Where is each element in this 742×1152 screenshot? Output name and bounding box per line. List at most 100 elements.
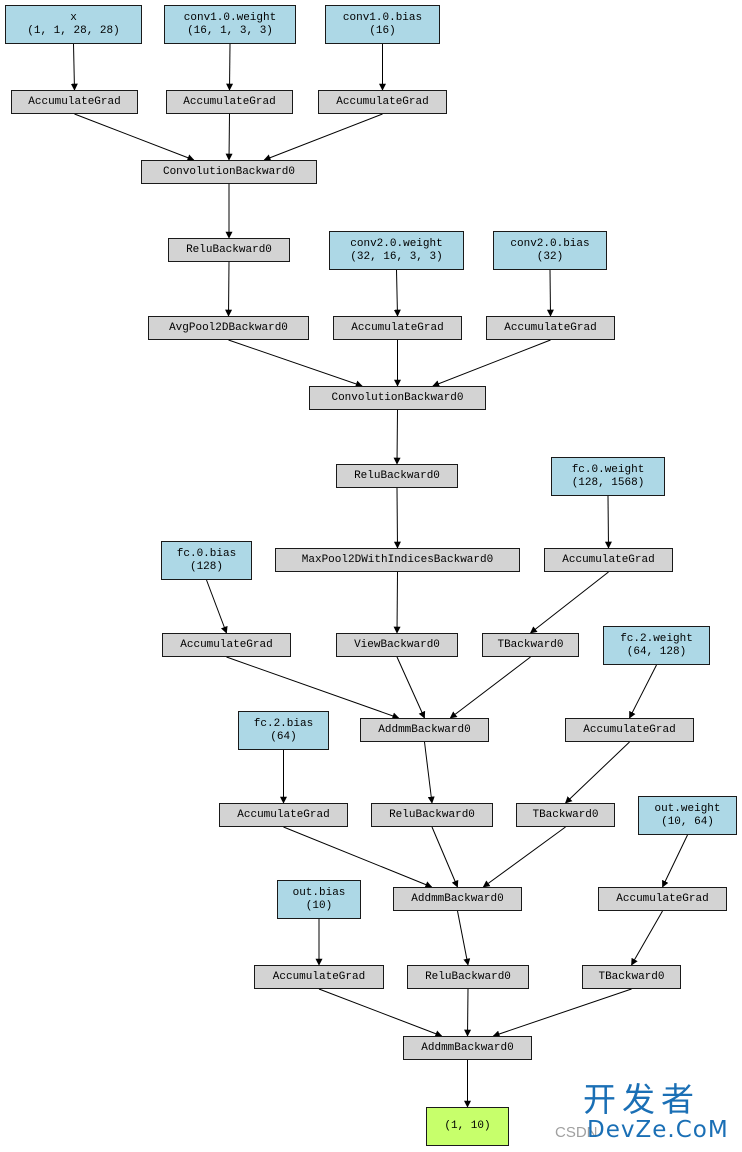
- accumulate-grad-conv2-bias: AccumulateGrad: [486, 316, 615, 340]
- edge-conv1_w-to-acc_c1w: [226, 43, 234, 91]
- node-label: AccumulateGrad: [616, 892, 709, 905]
- node-shape: (128, 1568): [571, 476, 645, 489]
- node-label: AccumulateGrad: [237, 808, 330, 821]
- node-shape: (32): [536, 250, 564, 263]
- watermark-site: DevZe.CoM: [587, 1117, 729, 1143]
- accumulate-grad-conv1-bias: AccumulateGrad: [318, 90, 447, 114]
- node-label: AccumulateGrad: [272, 970, 366, 983]
- edge-avgpool-to-conv2: [228, 339, 363, 388]
- node-shape: (10): [305, 899, 333, 912]
- node-label: AccumulateGrad: [336, 95, 429, 108]
- node-label: TBackward0: [497, 638, 564, 651]
- edge-acc_outw-to-t3: [631, 910, 663, 966]
- accumulate-grad-fc2-weight: AccumulateGrad: [565, 718, 694, 742]
- node-label: AccumulateGrad: [351, 321, 444, 334]
- node-shape: (16): [369, 24, 396, 37]
- accumulate-grad-fc0-bias: AccumulateGrad: [162, 633, 291, 657]
- edge-t2-to-addmm2: [482, 826, 566, 888]
- node-shape: (16, 1, 3, 3): [187, 24, 273, 37]
- node-label: fc.0.bias: [176, 547, 237, 560]
- param-out-bias: out.bias(10): [277, 880, 361, 919]
- node-label: ReluBackward0: [186, 243, 272, 256]
- param-out-weight: out.weight(10, 64): [638, 796, 737, 835]
- relu-backward-4: ReluBackward0: [407, 965, 529, 989]
- param-fc0-bias: fc.0.bias(128): [161, 541, 252, 580]
- edge-acc_x-to-conv1: [74, 113, 195, 161]
- edge-addmm1-to-relu3: [424, 741, 435, 804]
- node-label: AccumulateGrad: [183, 95, 276, 108]
- node-label: ReluBackward0: [389, 808, 475, 821]
- param-fc2-weight: fc.2.weight(64, 128): [603, 626, 710, 665]
- node-label: out.bias: [292, 886, 346, 899]
- output-tensor: (1, 10): [426, 1107, 509, 1146]
- node-label: ViewBackward0: [354, 638, 440, 651]
- edge-t1-to-addmm1: [449, 656, 531, 719]
- watermark-csdn: CSDN: [555, 1124, 598, 1141]
- edge-fc2_w-to-acc_fc2w: [629, 664, 657, 719]
- t-backward-3: TBackward0: [582, 965, 681, 989]
- edge-relu4-to-addmm3: [464, 988, 472, 1037]
- edge-maxpool-to-view: [393, 571, 401, 634]
- edge-view-to-addmm1: [396, 656, 426, 719]
- node-label: ReluBackward0: [425, 970, 511, 983]
- addmm-backward-2: AddmmBackward0: [393, 887, 522, 911]
- node-shape: (10, 64): [661, 815, 714, 828]
- accumulate-grad-fc0-weight: AccumulateGrad: [544, 548, 673, 572]
- edge-t3-to-addmm3: [492, 988, 632, 1038]
- accumulate-grad-out-weight: AccumulateGrad: [598, 887, 727, 911]
- edge-conv2_b-to-acc_c2b: [546, 269, 554, 317]
- node-label: AccumulateGrad: [504, 321, 597, 334]
- edge-fc0_w-to-acc_fc0w: [604, 495, 612, 549]
- addmm-backward-1: AddmmBackward0: [360, 718, 489, 742]
- node-label: TBackward0: [532, 808, 599, 821]
- edge-x-to-acc_x: [70, 43, 78, 91]
- node-label: AccumulateGrad: [562, 553, 655, 566]
- accumulate-grad-out-bias: AccumulateGrad: [254, 965, 384, 989]
- node-label: ConvolutionBackward0: [331, 391, 464, 404]
- node-shape: (32, 16, 3, 3): [350, 250, 443, 263]
- edge-conv2-to-relu2: [393, 409, 401, 465]
- node-label: conv2.0.weight: [350, 237, 443, 250]
- edge-acc_fc0w-to-t1: [529, 571, 609, 634]
- edge-out_w-to-acc_outw: [662, 834, 688, 888]
- param-conv1-weight: conv1.0.weight(16, 1, 3, 3): [164, 5, 296, 44]
- accumulate-grad-fc2-bias: AccumulateGrad: [219, 803, 348, 827]
- param-fc0-weight: fc.0.weight(128, 1568): [551, 457, 665, 496]
- node-label: MaxPool2DWithIndicesBackward0: [301, 553, 494, 566]
- watermark-chinese: 开发者: [583, 1080, 700, 1119]
- node-label: AccumulateGrad: [583, 723, 676, 736]
- edge-acc_fc2w-to-t2: [564, 741, 630, 804]
- node-label: fc.0.weight: [571, 463, 645, 476]
- accumulate-grad-conv2-weight: AccumulateGrad: [333, 316, 462, 340]
- edge-conv2_w-to-acc_c2w: [393, 269, 401, 317]
- edge-acc_c1b-to-conv1: [263, 113, 383, 161]
- node-label: fc.2.bias: [253, 717, 314, 730]
- param-fc2-bias: fc.2.bias(64): [238, 711, 329, 750]
- param-x: x(1, 1, 28, 28): [5, 5, 142, 44]
- edge-relu3-to-addmm2: [431, 826, 459, 888]
- edge-relu1-to-avgpool: [225, 261, 233, 317]
- maxpool2d-with-indices-backward: MaxPool2DWithIndicesBackward0: [275, 548, 520, 572]
- node-label: TBackward0: [598, 970, 665, 983]
- node-label: AddmmBackward0: [411, 892, 504, 905]
- edge-acc_fc0b-to-addmm1: [226, 656, 400, 720]
- node-label: AvgPool2DBackward0: [169, 321, 288, 334]
- avgpool2d-backward: AvgPool2DBackward0: [148, 316, 309, 340]
- convolution-backward-2: ConvolutionBackward0: [309, 386, 486, 410]
- node-label: AddmmBackward0: [378, 723, 471, 736]
- edge-acc_c2b-to-conv2: [432, 339, 551, 387]
- node-label: conv1.0.weight: [183, 11, 277, 24]
- relu-backward-3: ReluBackward0: [371, 803, 493, 827]
- param-conv2-bias: conv2.0.bias(32): [493, 231, 607, 270]
- node-label: fc.2.weight: [620, 632, 693, 645]
- t-backward-2: TBackward0: [516, 803, 615, 827]
- edge-fc0_b-to-acc_fc0b: [206, 579, 228, 634]
- node-label: AccumulateGrad: [28, 95, 121, 108]
- relu-backward-1: ReluBackward0: [168, 238, 290, 262]
- node-label: (1, 10): [444, 1120, 491, 1132]
- node-shape: (1, 1, 28, 28): [27, 24, 120, 37]
- node-shape: (64, 128): [626, 645, 687, 658]
- edge-relu2-to-maxpool: [393, 487, 401, 549]
